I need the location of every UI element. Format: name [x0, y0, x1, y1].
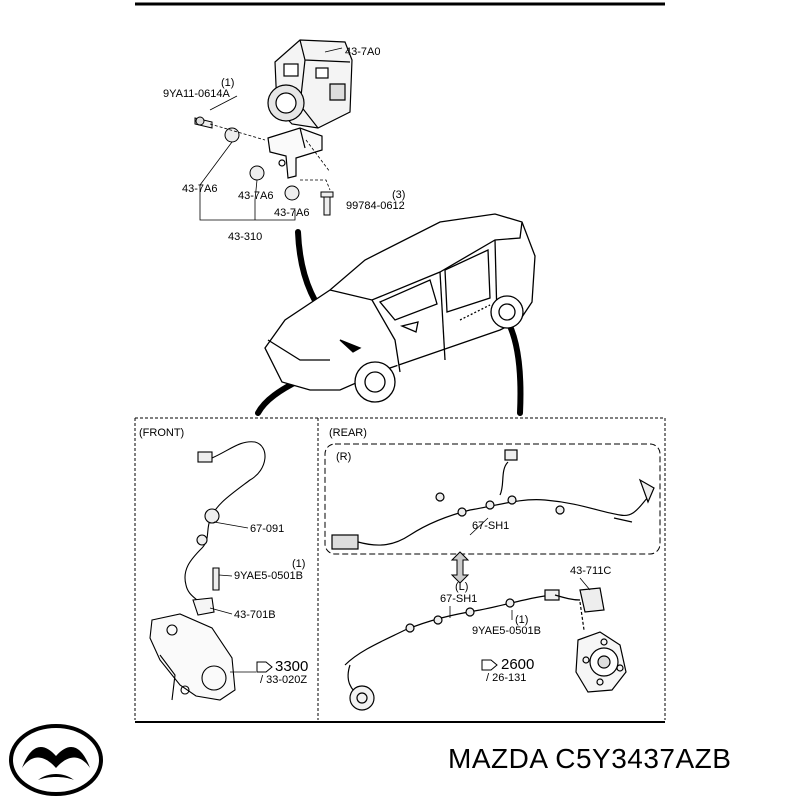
abs-bolt-qty: (1): [221, 77, 234, 89]
rear-ref-icon: [481, 659, 498, 671]
abs-leaders: [199, 47, 343, 221]
front-section-label: (FRONT): [139, 427, 184, 439]
rear-left-label: (L): [455, 581, 468, 593]
rear-harness-l-label: 67-SH1: [440, 593, 477, 605]
front-bolt-qty: (1): [292, 558, 305, 570]
abs-unit-illustration: [267, 39, 353, 179]
section-frames: [134, 417, 666, 720]
front-sensor-part-label: 67-091: [250, 523, 284, 535]
mazda-logo-icon: [9, 724, 103, 796]
rear-leaders: [449, 517, 591, 620]
abs-bolt2-part-label: 99784-0612: [346, 200, 405, 212]
rear-right-label: (R): [336, 451, 351, 463]
rear-hub-illustration: [575, 601, 627, 693]
abs-bushing-mid-label: 43-7A6: [238, 190, 273, 202]
front-sensor-body-label: 43-701B: [234, 609, 276, 621]
abs-bushing-2: [249, 165, 265, 181]
front-leaders: [209, 521, 256, 673]
front-ref-icon: [256, 661, 273, 673]
abs-bolt2-qty: (3): [392, 189, 405, 201]
abs-bushing-left-label: 43-7A6: [182, 183, 217, 195]
abs-main-part-label: 43-7A0: [345, 46, 380, 58]
abs-bolt-part-label: 9YA11-0614A: [163, 88, 231, 100]
rear-swap-arrow: [450, 551, 470, 584]
rear-harness-r-label: 67-SH1: [472, 520, 509, 532]
rear-harness-r-illustration: [331, 449, 655, 550]
rear-bolt-part-label: 9YAE5-0501B: [472, 625, 541, 637]
brand-part-number: MAZDA C5Y3437AZB: [448, 743, 732, 774]
rear-bolt-qty: (1): [515, 614, 528, 626]
rear-harness-l-illustration: [344, 587, 605, 711]
front-ref-sub: / 33-020Z: [260, 674, 307, 686]
front-bolt-part-label: 9YAE5-0501B: [234, 570, 303, 582]
abs-bolt-left: [194, 116, 213, 129]
car-illustration: [264, 213, 536, 403]
front-sensor-illustration: [149, 441, 266, 701]
rear-ref-code: 2600: [501, 656, 534, 673]
abs-bracket-part-label: 43-310: [228, 231, 262, 243]
rear-ref-sub: / 26-131: [486, 672, 526, 684]
rear-section-label: (REAR): [329, 427, 367, 439]
abs-bolt-right: [320, 191, 334, 216]
rear-sensor-part-label: 43-711C: [570, 565, 611, 577]
front-ref-code: 3300: [275, 658, 308, 675]
abs-bushing-right-label: 43-7A6: [274, 207, 309, 219]
abs-bushing-3: [284, 185, 300, 201]
